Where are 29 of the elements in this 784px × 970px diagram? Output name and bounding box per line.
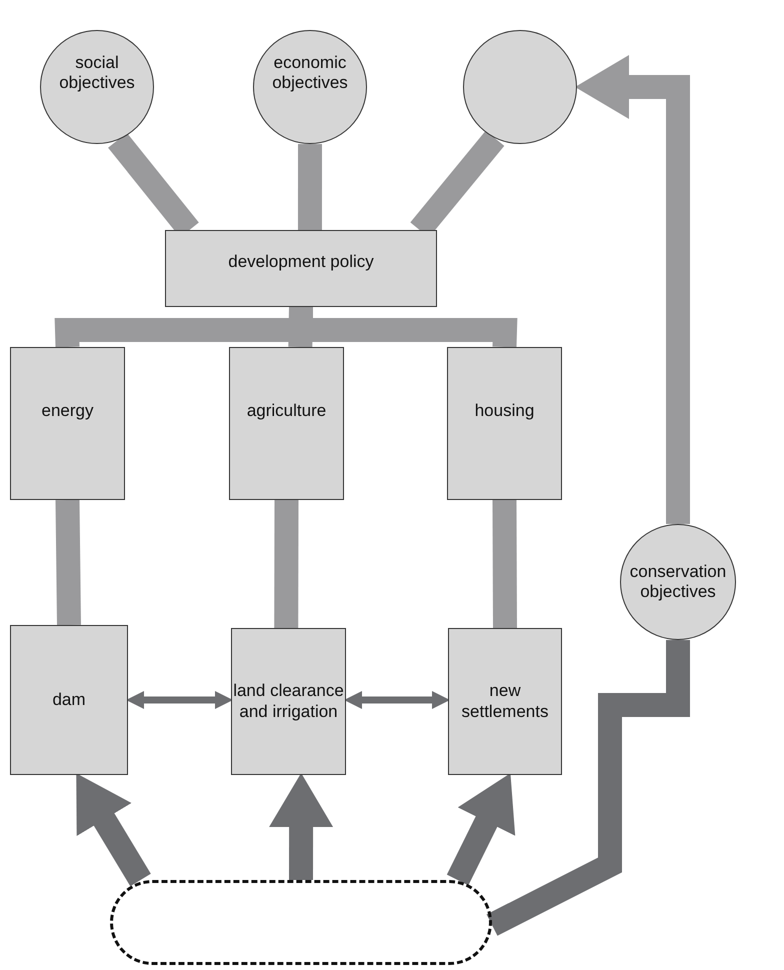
node-label: development policy [228, 252, 374, 273]
dashed-rounded-box [110, 880, 492, 965]
node-label: new settlements [460, 681, 550, 722]
node-label: conservation objectives [628, 562, 728, 602]
connector-bar [274, 500, 298, 628]
arrow [76, 773, 151, 886]
arrow [446, 773, 516, 886]
connector-bar [298, 144, 322, 230]
arrow [269, 773, 334, 880]
connector-bar [56, 500, 81, 626]
connector-bar [492, 500, 517, 628]
node-label: economic objectives [271, 52, 349, 94]
process-box [165, 230, 437, 307]
process-box [10, 625, 128, 775]
process-box [229, 347, 344, 500]
node-label: agriculture [246, 401, 326, 422]
process-box [447, 347, 562, 500]
arrow [126, 691, 233, 710]
process-box [448, 628, 562, 775]
node-label: energy [42, 401, 94, 422]
node-label: housing [474, 401, 534, 422]
node-label: dam [52, 690, 86, 710]
process-box [10, 347, 125, 500]
process-box [231, 628, 346, 775]
node-label: land clearance and irrigation [232, 681, 345, 722]
connector-bar [486, 640, 690, 936]
node-label: social objectives [58, 52, 136, 94]
arrow [344, 691, 450, 710]
arrow [575, 55, 690, 524]
